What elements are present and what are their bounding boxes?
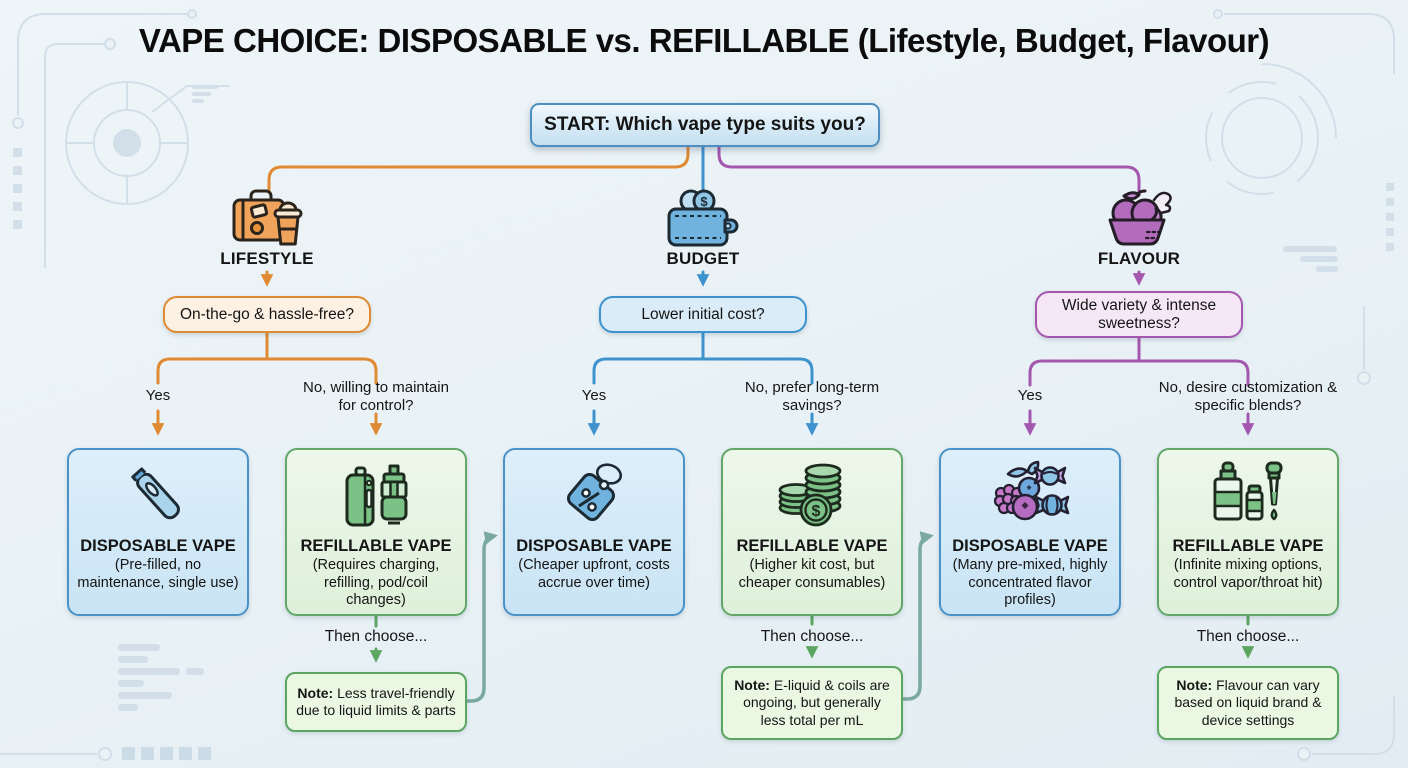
result-title: DISPOSABLE VAPE	[952, 537, 1108, 555]
note-body: Less travel-friendly due to liquid limit…	[296, 684, 456, 718]
budget-no-label: No, prefer long-term savings?	[744, 379, 880, 414]
question-lifestyle: On-the-go & hassle-free?	[163, 296, 371, 333]
result-desc: (Cheaper upfront, costs accrue over time…	[518, 557, 670, 591]
result-title: DISPOSABLE VAPE	[516, 537, 672, 555]
branch-label-budget: BUDGET	[666, 249, 740, 268]
result-desc: (Higher kit cost, but cheaper consumable…	[738, 557, 886, 591]
lifestyle-icon-wrap	[225, 188, 309, 250]
svg-text:$: $	[700, 194, 708, 209]
note-body: Flavour can vary based on liquid brand &…	[1174, 676, 1322, 728]
note-flavour: Note: Flavour can vary based on liquid b…	[1157, 666, 1339, 740]
note-budget: Note: E-liquid & coils are ongoing, but …	[721, 666, 903, 740]
connector-note-crosslinks	[465, 531, 934, 703]
note-text: Note: Flavour can vary based on liquid b…	[1166, 677, 1330, 729]
note-prefix: Note:	[1176, 676, 1213, 693]
branch-label-lifestyle: LIFESTYLE	[220, 249, 314, 268]
start-label: START: Which vape type suits you?	[544, 114, 866, 135]
fruit-bowl-icon	[1108, 189, 1172, 246]
lifestyle-no-label: No, willing to maintain for control?	[303, 379, 449, 414]
result-flavour-refillable: REFILLABLE VAPE (Infinite mixing options…	[1157, 448, 1339, 616]
connector-flavour-branch	[717, 141, 1255, 436]
lifestyle-yes-label: Yes	[145, 387, 171, 404]
result-lifestyle-disposable: DISPOSABLE VAPE (Pre-filled, no maintena…	[67, 448, 249, 616]
connector-then-choose	[369, 614, 1255, 663]
vape-mods-icon	[345, 464, 408, 527]
result-budget-refillable: $ REFILLABLE VAPE (Higher kit cost, but …	[721, 448, 903, 616]
branch-label-flavour: FLAVOUR	[1097, 249, 1181, 268]
svg-text:$: $	[812, 503, 821, 520]
flavour-icon-wrap	[1097, 188, 1181, 250]
connector-lifestyle-branch	[151, 141, 690, 436]
decoration-circuit-background	[0, 9, 1395, 761]
berries-candy-icon	[993, 460, 1070, 521]
then-choose-label-flavour: Then choose...	[1196, 628, 1300, 645]
wallet-coins-icon: $	[667, 189, 739, 247]
then-choose-label-budget: Then choose...	[760, 628, 864, 645]
result-flavour-disposable: DISPOSABLE VAPE (Many pre-mixed, highly …	[939, 448, 1121, 616]
note-prefix: Note:	[734, 676, 770, 693]
result-title: DISPOSABLE VAPE	[80, 537, 236, 555]
budget-yes-label: Yes	[581, 387, 607, 404]
note-body: E-liquid & coils are ongoing, but genera…	[743, 676, 890, 728]
result-budget-disposable: DISPOSABLE VAPE (Cheaper upfront, costs …	[503, 448, 685, 616]
start-node: START: Which vape type suits you?	[530, 103, 880, 147]
flavour-yes-label: Yes	[1017, 387, 1043, 404]
then-choose-label-lifestyle: Then choose...	[324, 628, 428, 645]
price-tag-icon	[567, 463, 623, 521]
question-budget: Lower initial cost?	[599, 296, 807, 333]
result-title: REFILLABLE VAPE	[300, 537, 452, 555]
budget-icon-wrap: $	[661, 188, 745, 250]
result-title: REFILLABLE VAPE	[1172, 537, 1324, 555]
result-desc: (Requires charging, refilling, pod/coil …	[312, 557, 440, 609]
result-title: REFILLABLE VAPE	[736, 537, 888, 555]
suitcase-coffee-icon	[232, 189, 303, 246]
coin-stack-icon: $	[778, 463, 842, 527]
vape-pen-icon	[131, 467, 180, 520]
flavour-no-label: No, desire customization & specific blen…	[1158, 379, 1338, 414]
note-text: Note: E-liquid & coils are ongoing, but …	[730, 677, 894, 729]
note-lifestyle: Note: Less travel-friendly due to liquid…	[285, 672, 467, 732]
result-lifestyle-refillable: REFILLABLE VAPE (Requires charging, refi…	[285, 448, 467, 616]
question-flavour: Wide variety & intense sweetness?	[1035, 291, 1243, 338]
note-prefix: Note:	[297, 684, 334, 701]
page-title: VAPE CHOICE: DISPOSABLE vs. REFILLABLE (…	[138, 22, 1270, 59]
note-text: Note: Less travel-friendly due to liquid…	[294, 685, 458, 720]
result-desc: (Infinite mixing options, control vapor/…	[1173, 557, 1323, 591]
eliquid-bottles-icon	[1213, 461, 1283, 521]
result-desc: (Many pre-mixed, highly concentrated fla…	[952, 557, 1108, 609]
connector-budget-branch	[587, 141, 819, 436]
result-desc: (Pre-filled, no maintenance, single use)	[77, 557, 239, 591]
